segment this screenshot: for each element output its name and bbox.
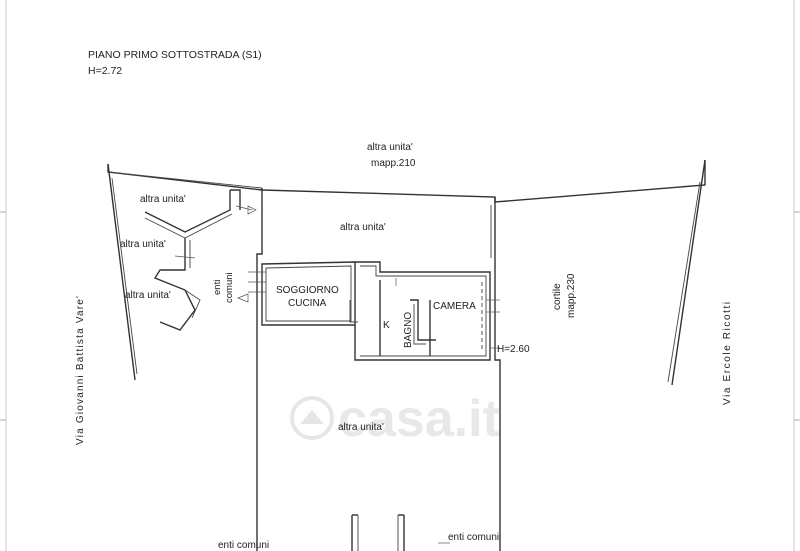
watermark: casa.it [290, 390, 500, 448]
outer-wall-left [107, 163, 136, 381]
label-altra-unita-left-2: altra unita' [120, 239, 166, 250]
left-unit-arrow-icon [247, 205, 257, 215]
label-camera: CAMERA [433, 301, 476, 312]
label-altra-unita-bottom: altra unita' [338, 422, 384, 433]
plan-floor-height: H=2.72 [88, 65, 122, 77]
left-unit-tick-1 [235, 205, 253, 211]
outer-wall-top-inner [107, 171, 263, 189]
camera-partition [429, 300, 436, 341]
watermark-logo-icon [290, 396, 334, 440]
plan-floor-title: PIANO PRIMO SOTTOSTRADA (S1) [88, 49, 262, 61]
left-unit-small-room [230, 189, 241, 210]
label-altra-unita-left-3: altra unita' [125, 290, 171, 301]
left-unit-partition-1b [144, 213, 233, 239]
label-h-260: H=2.60 [497, 344, 530, 355]
label-altra-unita-left-1: altra unita' [140, 194, 186, 205]
left-unit-partition-1 [144, 190, 231, 233]
label-comuni-side-2: comuni [224, 272, 235, 303]
k-niche [349, 300, 358, 323]
label-mapp-230: mapp.230 [566, 273, 577, 318]
kitchen-bath-block [354, 261, 491, 361]
entrance-arrow-icon [237, 293, 249, 303]
outer-wall-right [671, 159, 706, 386]
label-altra-unita-top: altra unita' [367, 142, 413, 153]
inner-wall-mid-right [494, 197, 501, 551]
watermark-text: casa.it [338, 390, 500, 448]
label-altra-unita-center: altra unita' [340, 222, 386, 233]
street-left: Via Giovanni Battista Vare' [75, 295, 86, 445]
label-bagno: BAGNO [403, 312, 414, 348]
inner-wall-mid-left [256, 188, 263, 551]
outer-wall-right-inner [667, 181, 701, 383]
bagno-partition-inner [413, 304, 426, 345]
bagno-partition [410, 299, 431, 356]
bottom-passage [351, 514, 405, 551]
apartment-s1 [237, 261, 500, 361]
label-cucina: CUCINA [288, 298, 327, 309]
soggiorno-outline-inner [265, 265, 352, 322]
left-units [144, 189, 257, 331]
label-enti-comuni-bottom-left: enti comuni [218, 540, 269, 551]
label-soggiorno: SOGGIORNO [276, 285, 339, 296]
outer-wall-left-inner [111, 177, 138, 375]
label-k: K [383, 320, 390, 331]
label-mapp-210: mapp.210 [371, 158, 416, 169]
label-enti-side-1: enti [212, 280, 223, 295]
street-right: Via Ercole Ricotti [722, 300, 733, 405]
left-unit-partition-3 [184, 289, 201, 319]
label-cortile: cortile [552, 283, 563, 310]
building-outline [107, 159, 706, 551]
watermark-house-icon [300, 410, 324, 424]
left-unit-tick-2 [174, 255, 196, 259]
label-enti-comuni-bottom-right: enti comuni [448, 532, 499, 543]
left-unit-partition-2 [153, 238, 196, 331]
kitchen-bath-block-inner [360, 265, 487, 357]
